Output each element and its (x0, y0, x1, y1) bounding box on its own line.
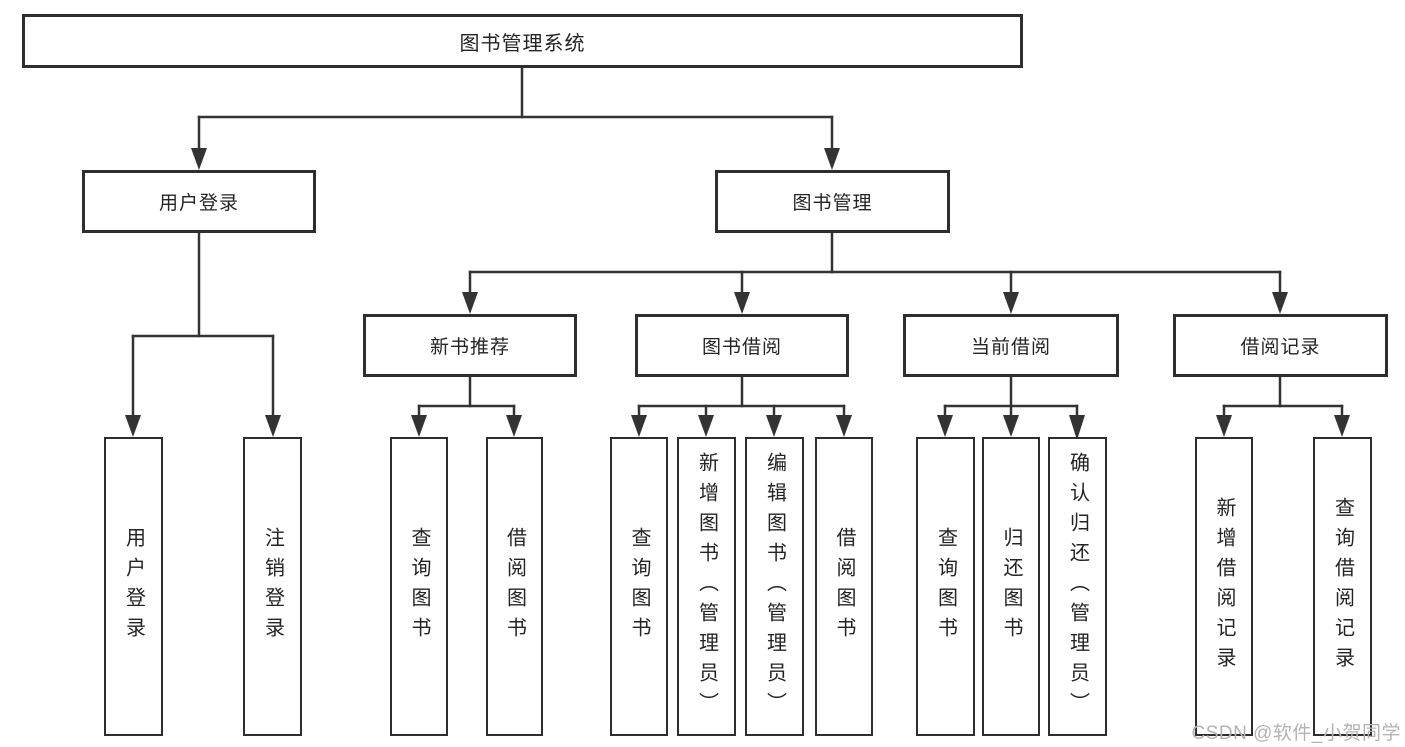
leaf-query-books-borrow: 查询图书 (610, 437, 668, 736)
node-borrow-record: 借阅记录 (1173, 314, 1388, 377)
leaf-query-borrow-record: 查询借阅记录 (1313, 437, 1372, 736)
node-book-borrow: 图书借阅 (635, 314, 849, 377)
leaf-label: 查询图书 (934, 526, 957, 647)
node-label: 图书管理 (792, 193, 873, 214)
connector-borrow-record-children (1216, 375, 1350, 437)
leaf-borrow-books: 借阅图书 (815, 437, 873, 736)
leaf-borrow-books-recommend: 借阅图书 (486, 437, 543, 736)
leaf-edit-books-admin: 编辑图书（管理员） (745, 437, 804, 736)
connector-new-book-recommend-children (411, 375, 522, 437)
node-label: 当前借阅 (970, 337, 1051, 358)
leaf-label: 借阅图书 (503, 526, 526, 647)
connector-book-borrow-children (631, 375, 852, 437)
node-label: 借阅记录 (1240, 337, 1321, 358)
leaf-logout: 注销登录 (243, 437, 302, 736)
node-label: 新书推荐 (429, 337, 510, 358)
node-book-management: 图书管理 (715, 170, 950, 233)
node-label: 用户登录 (158, 193, 239, 214)
leaf-query-books-current: 查询图书 (916, 437, 975, 736)
leaf-label: 新增借阅记录 (1213, 496, 1235, 677)
connector-book-management-children (462, 231, 1288, 314)
node-user-login: 用户登录 (82, 170, 316, 233)
leaf-label: 注销登录 (261, 526, 284, 647)
leaf-label: 用户登录 (122, 526, 145, 647)
leaf-label: 查询图书 (628, 526, 650, 647)
csdn-watermark: CSDN @软件_小贺同学 (1191, 723, 1401, 744)
leaf-label: 确认归还（管理员） (1066, 451, 1089, 722)
node-new-book-recommend: 新书推荐 (363, 314, 577, 377)
leaf-return-books: 归还图书 (982, 437, 1040, 736)
leaf-query-books-recommend: 查询图书 (390, 437, 448, 736)
leaf-confirm-return-admin: 确认归还（管理员） (1048, 437, 1107, 736)
leaf-label: 借阅图书 (833, 526, 855, 647)
connector-root-to-level2 (191, 66, 840, 170)
leaf-label: 编辑图书（管理员） (763, 451, 786, 722)
leaf-user-login: 用户登录 (104, 437, 163, 736)
node-label: 图书借阅 (701, 337, 782, 358)
node-label: 图书管理系统 (459, 32, 586, 55)
connector-current-borrow-children (937, 375, 1085, 440)
connector-user-login-children (125, 231, 281, 437)
node-current-borrow: 当前借阅 (903, 314, 1119, 377)
leaf-add-borrow-record: 新增借阅记录 (1195, 437, 1253, 736)
leaf-label: 归还图书 (1000, 526, 1022, 647)
leaf-label: 新增图书（管理员） (695, 451, 718, 722)
leaf-label: 查询图书 (408, 526, 430, 647)
leaf-label: 查询借阅记录 (1331, 496, 1354, 677)
node-book-management-system: 图书管理系统 (22, 14, 1023, 68)
leaf-add-books-admin: 新增图书（管理员） (677, 437, 736, 736)
